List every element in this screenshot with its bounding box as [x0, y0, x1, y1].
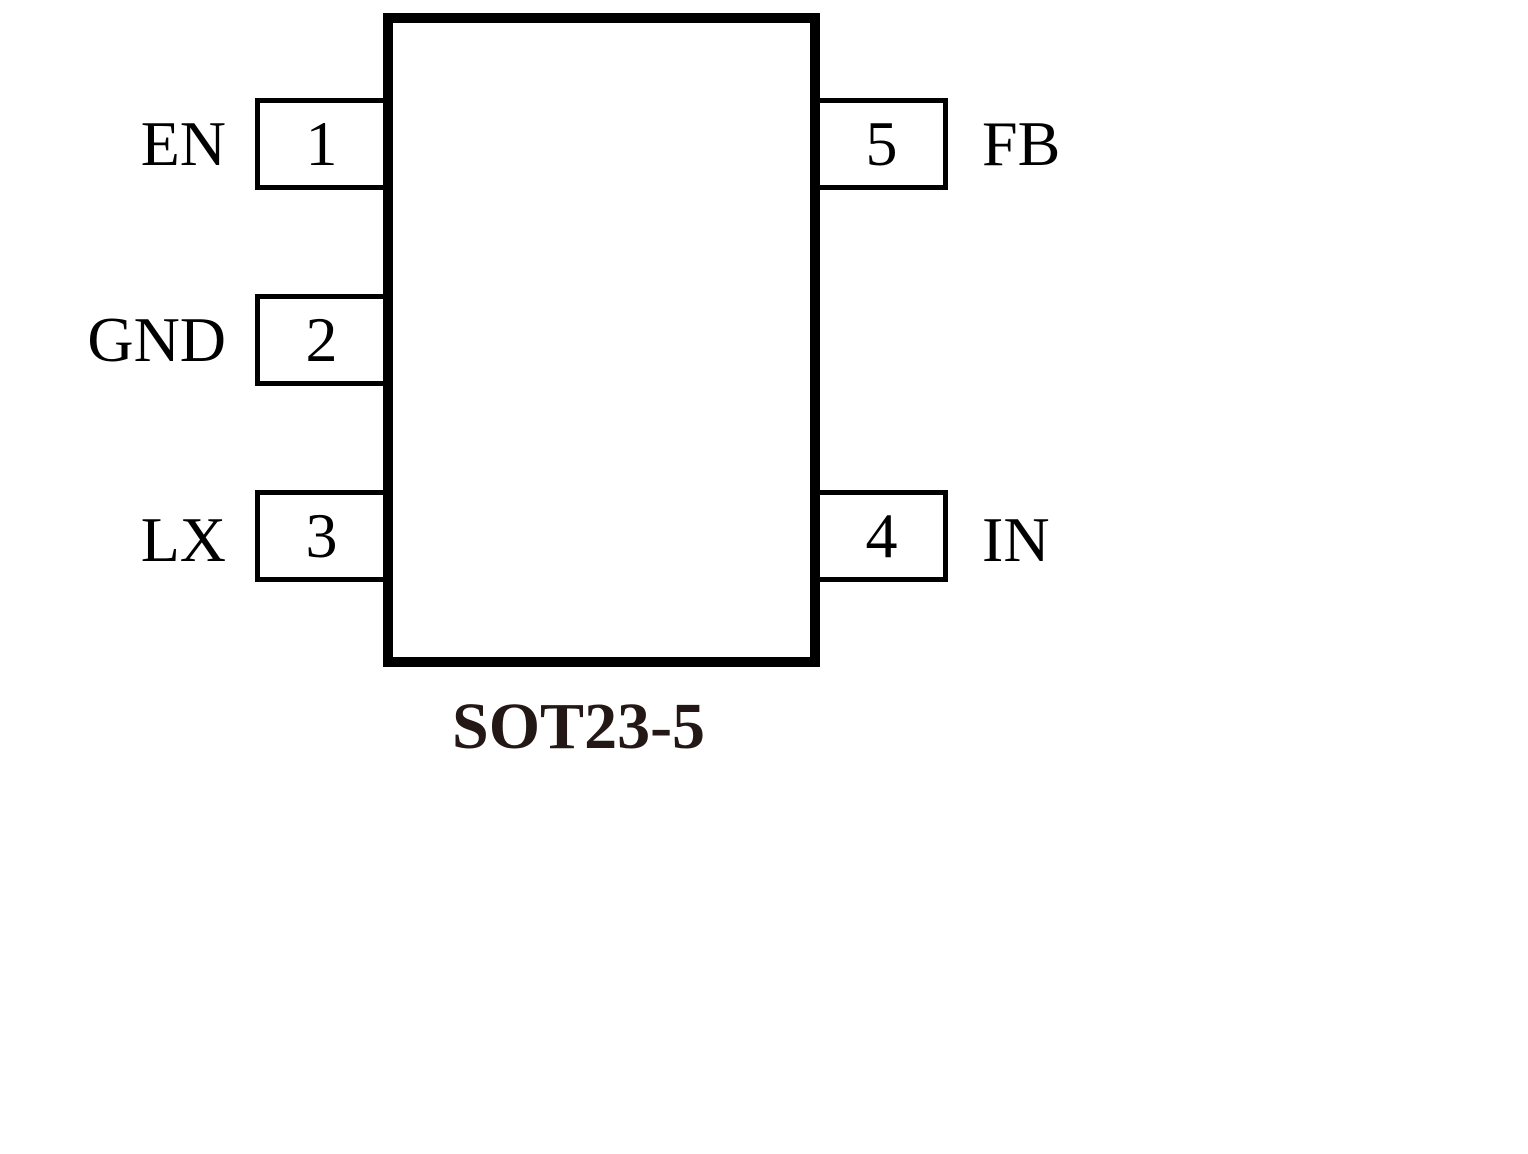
pin-4-number: 4	[865, 500, 898, 571]
pin-3-box: 3	[255, 490, 383, 582]
pin-2-number: 2	[305, 304, 338, 375]
pin-4-label: IN	[982, 504, 1050, 575]
pin-5-label: FB	[982, 108, 1061, 179]
pin-1-label: EN	[140, 108, 226, 179]
pin-1-number: 1	[305, 108, 338, 179]
pin-5-box: 5	[820, 98, 948, 190]
ic-body	[383, 13, 820, 667]
package-title: SOT23-5	[452, 690, 706, 763]
pin-2-label: GND	[87, 304, 226, 375]
pin-1-box: 1	[255, 98, 383, 190]
pin-2-box: 2	[255, 294, 383, 386]
pin-3-number: 3	[305, 500, 338, 571]
pin-5-number: 5	[865, 108, 898, 179]
pin-3-label: LX	[140, 504, 226, 575]
pin-4-box: 4	[820, 490, 948, 582]
